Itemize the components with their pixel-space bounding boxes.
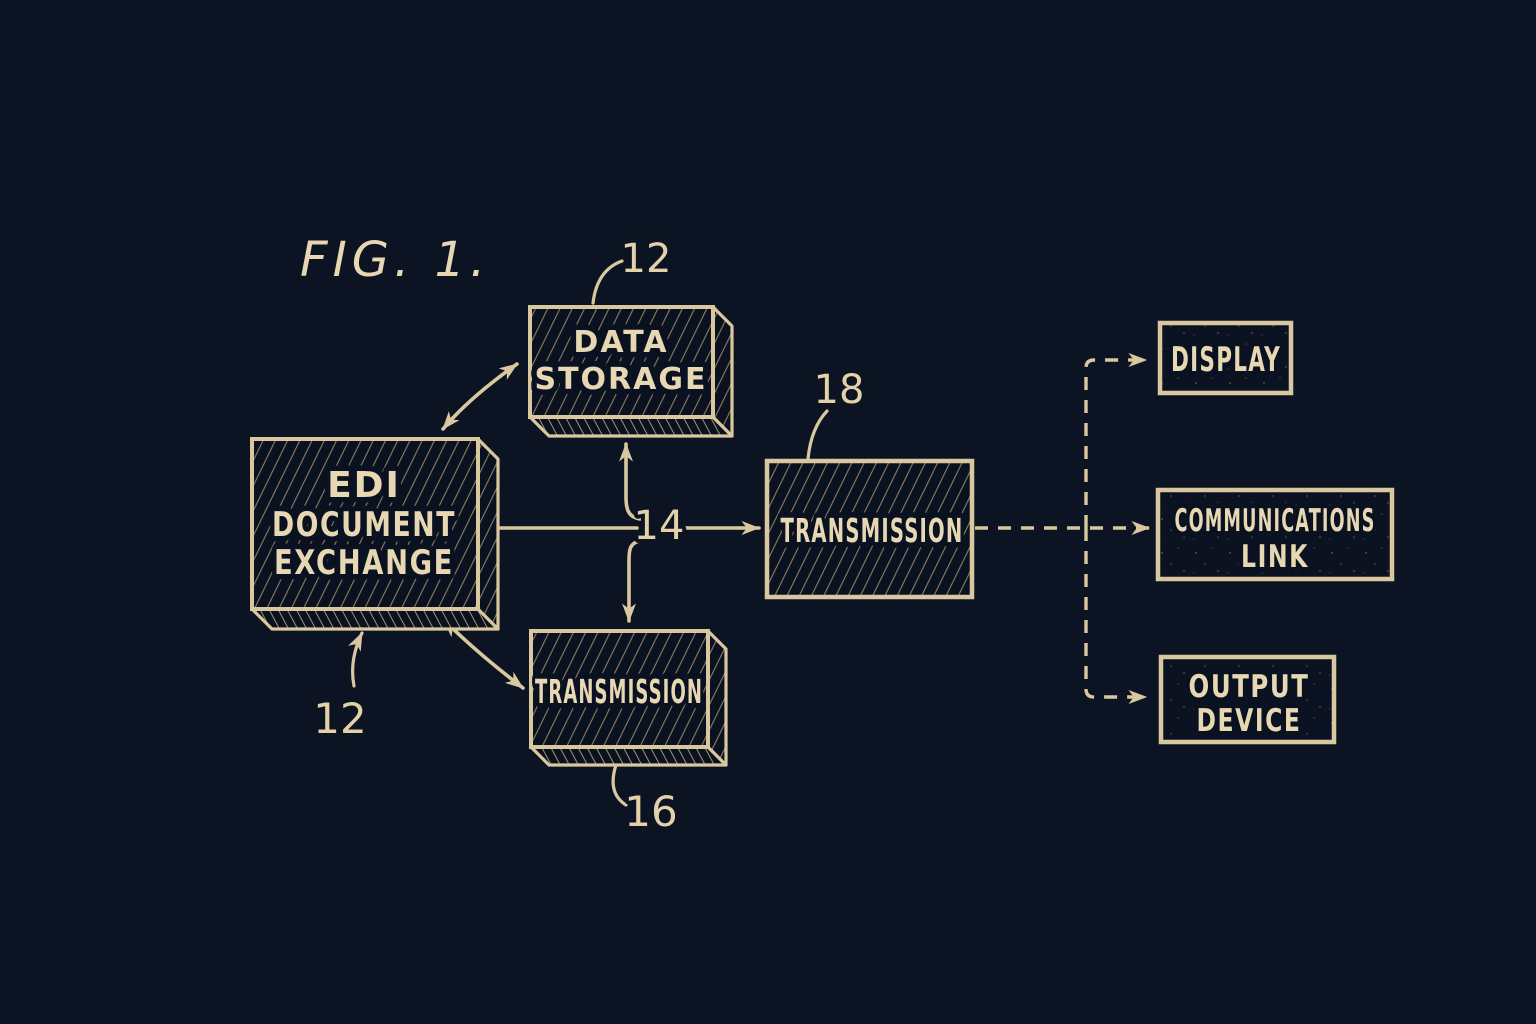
ref-12-data-storage: 12 [621, 236, 672, 282]
edi-bottom-bevel [250, 607, 500, 631]
display-label: DISPLAY [1171, 340, 1281, 380]
output-device-box: OUTPUT DEVICE [1158, 654, 1337, 745]
display-box: DISPLAY [1157, 320, 1294, 396]
edi-front [250, 437, 480, 611]
display-rect [1157, 320, 1294, 396]
communications-link-rect [1155, 487, 1395, 582]
ref-14-bus: 14 [634, 503, 685, 549]
transmission-local-label: TRANSMISSION [535, 672, 703, 711]
transmission-local-right-bevel [706, 629, 728, 767]
data-storage-front [528, 305, 715, 419]
data-storage-right-bevel [711, 305, 734, 438]
leader-lines [348, 259, 829, 807]
figure-title: FIG. 1. [300, 232, 490, 288]
transmission-out-box: TRANSMISSION [764, 458, 975, 600]
communications-link-label-line1: COMMUNICATIONS [1175, 503, 1376, 539]
edi-label-line2: DOCUMENT [272, 505, 456, 545]
transmission-out-rect [764, 458, 975, 600]
output-device-label-line1: OUTPUT [1189, 669, 1310, 705]
transmission-local-box: TRANSMISSION [529, 629, 728, 767]
data-storage-box: DATA STORAGE [528, 305, 734, 438]
leader-12-edi [348, 631, 364, 688]
arrow-bus14-transmission-local [622, 539, 642, 623]
edi-label-line1: EDI [327, 465, 401, 506]
output-device-rect [1158, 654, 1337, 745]
dashed-arrow-display [1084, 353, 1148, 528]
leader-16-transmission-local [611, 763, 628, 807]
edi-right-bevel [476, 437, 500, 631]
transmission-out-label: TRANSMISSION [781, 511, 964, 550]
leader-12-data-storage [591, 259, 624, 305]
edi-label-line3: EXCHANGE [274, 543, 454, 583]
leader-18-transmission-out [806, 409, 829, 461]
transmission-local-bottom-bevel [529, 745, 728, 767]
communications-link-label-line2: LINK [1241, 539, 1309, 575]
arrow-bus14-data-storage [619, 442, 642, 521]
reference-numerals: 12 12 14 16 18 [309, 232, 868, 840]
communications-link-box: COMMUNICATIONS LINK [1155, 487, 1395, 582]
data-storage-bottom-bevel [528, 415, 734, 438]
dashed-arrow-output-device [1084, 528, 1148, 704]
data-storage-label-line1: DATA [573, 325, 668, 360]
transmission-local-front [529, 629, 710, 749]
data-storage-label-line2: STORAGE [534, 362, 707, 397]
output-device-label-line2: DEVICE [1197, 703, 1302, 739]
ref-12-edi: 12 [313, 694, 366, 743]
edi-document-exchange-box: EDI DOCUMENT EXCHANGE [250, 437, 500, 631]
ref-16-transmission-local: 16 [624, 787, 677, 836]
arrow-edi-data-storage [441, 362, 519, 431]
ref-18-transmission-out: 18 [814, 367, 865, 413]
